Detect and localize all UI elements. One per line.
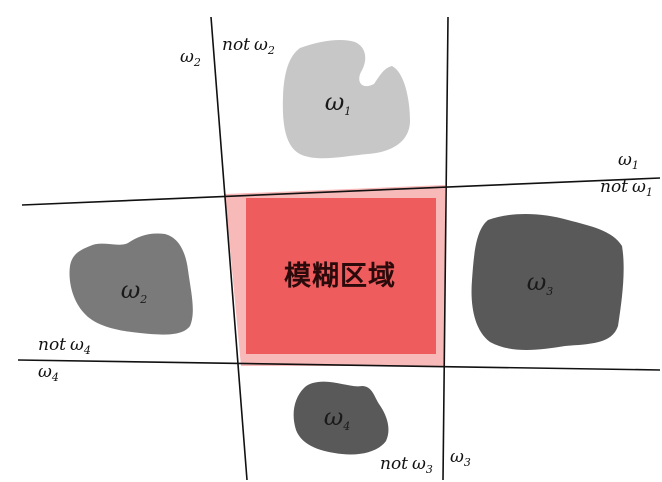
class-blob-w4: ω4	[293, 381, 389, 455]
label-line-top-pos: ω1	[618, 150, 639, 172]
class-blob-w2: ω2	[69, 233, 193, 335]
fuzzy-zone: 模糊区域	[225, 185, 445, 366]
boundary-line-left	[210, 16, 248, 481]
boundary-line-bottom	[17, 359, 661, 371]
label-line-left-pos: ω2	[180, 47, 201, 69]
label-line-right-pos: ω3	[450, 447, 471, 469]
blob-label-w4: ω4	[324, 403, 351, 433]
blob-shape-w3	[471, 214, 624, 350]
boundary-line-right	[442, 16, 449, 481]
blob-label-w2: ω2	[121, 276, 148, 306]
blob-shape-w4	[293, 381, 389, 455]
decision-boundaries	[17, 16, 661, 481]
blob-label-w1: ω1	[325, 88, 352, 118]
blob-label-w3: ω3	[527, 268, 554, 298]
class-blob-w1: ω1	[282, 40, 410, 159]
blob-shape-w1	[282, 40, 410, 159]
fuzzy-zone-inner	[246, 198, 436, 354]
fuzzy-zone-label: 模糊区域	[284, 261, 396, 292]
blob-shape-w2	[69, 233, 193, 335]
boundary-line-top	[21, 177, 661, 206]
class-blob-w3: ω3	[471, 214, 624, 350]
label-line-bottom-pos: ω4	[38, 362, 59, 384]
